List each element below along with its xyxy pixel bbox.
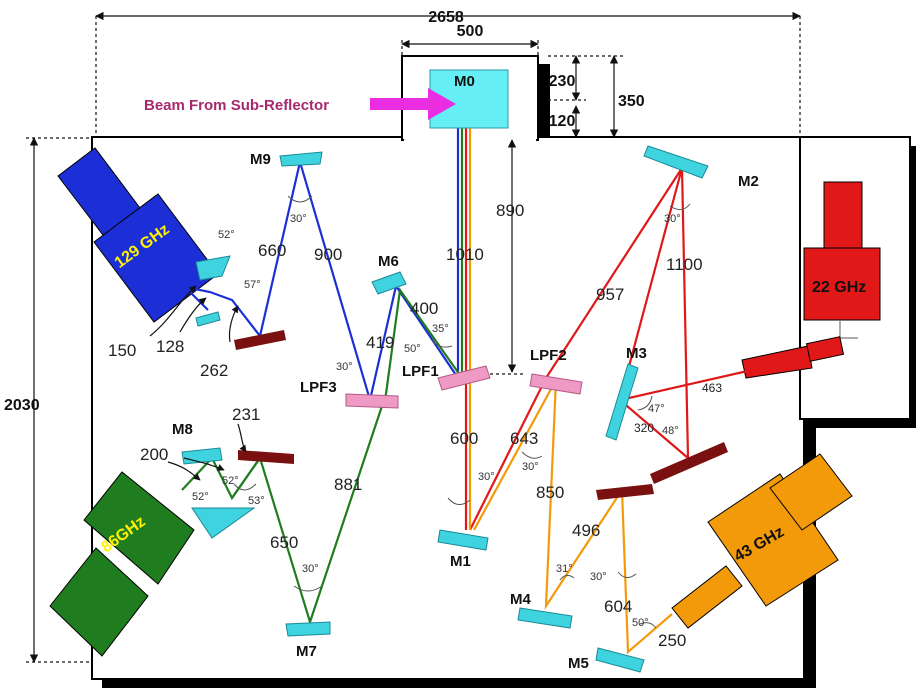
ang-52-b: 52° [192, 491, 209, 503]
label-m8: M8 [172, 421, 193, 438]
len-463: 463 [702, 381, 722, 395]
lpf2-filter [529, 373, 583, 395]
dim-350: 350 [618, 93, 645, 110]
len-643: 643 [510, 429, 538, 448]
flat-mirror-86 [238, 450, 294, 464]
dimension-lines [26, 11, 801, 663]
dim-total-width: 2658 [428, 9, 464, 26]
len-262: 262 [200, 361, 228, 380]
receiver-86ghz [49, 471, 195, 657]
len-1100: 1100 [666, 255, 703, 274]
ang-m9: 30° [290, 213, 307, 225]
len-231: 231 [232, 405, 260, 424]
receiver-22ghz [741, 181, 881, 379]
flat-mirror-m3 [650, 442, 728, 484]
label-m7: M7 [296, 643, 317, 660]
lpf1-filter [437, 365, 491, 391]
beam-input-arrow [370, 88, 456, 120]
lpf3-filter [345, 393, 399, 409]
ang-lpf3: 30° [336, 361, 353, 373]
label-m6: M6 [378, 253, 399, 270]
m3-mirror [605, 363, 639, 441]
ang-50-m6: 50° [404, 343, 421, 355]
len-1010: 1010 [446, 245, 484, 264]
dim-m0-width: 500 [457, 23, 484, 40]
m6-mirror [371, 271, 407, 295]
receiver-43ghz [671, 453, 853, 629]
beam-paths [179, 110, 753, 655]
dim-890: 890 [496, 201, 524, 220]
len-881: 881 [334, 475, 362, 494]
len-600: 600 [450, 429, 478, 448]
len-660: 660 [258, 241, 286, 260]
annotation-arrows [149, 285, 247, 481]
flat-mirror-129 [234, 330, 286, 350]
label-m3: M3 [626, 345, 647, 362]
m4-mirror [517, 607, 573, 629]
len-957: 957 [596, 285, 624, 304]
m5-mirror [595, 647, 645, 673]
ang-lpf2: 30° [522, 461, 539, 473]
m9-mirror [279, 151, 323, 167]
label-22ghz: 22 GHz [812, 279, 866, 296]
ang-31: 31° [556, 563, 573, 575]
ang-47: 47° [648, 403, 665, 415]
horn-86-mirror [191, 507, 256, 539]
m2-mirror [643, 145, 709, 179]
len-320: 320 [634, 421, 654, 435]
angle-arcs [233, 195, 691, 629]
len-250: 250 [658, 631, 686, 650]
ang-48: 48° [662, 425, 679, 437]
label-m4: M4 [510, 591, 531, 608]
ang-35: 35° [432, 323, 449, 335]
label-m0: M0 [454, 73, 475, 90]
label-m5: M5 [568, 655, 589, 672]
len-650: 650 [270, 533, 298, 552]
len-419: 419 [366, 333, 394, 352]
beam-from-subreflector-label: Beam From Sub-Reflector [144, 97, 329, 114]
ang-53: 53° [248, 495, 265, 507]
len-900: 900 [314, 245, 342, 264]
ang-57: 57° [244, 279, 261, 291]
ang-52-129: 52° [218, 229, 235, 241]
len-604: 604 [604, 597, 632, 616]
label-lpf2: LPF2 [530, 347, 567, 364]
horn-129-mirror [195, 255, 231, 281]
len-496: 496 [572, 521, 600, 540]
label-m2: M2 [738, 173, 759, 190]
ang-m7: 30° [302, 563, 319, 575]
len-128: 128 [156, 337, 184, 356]
len-200: 200 [140, 445, 168, 464]
horn-129-mirror-small [195, 311, 221, 327]
label-lpf3: LPF3 [300, 379, 337, 396]
ang-52-a: 52° [222, 475, 239, 487]
m7-mirror [285, 621, 331, 637]
dim-cabin-height: 2030 [4, 397, 40, 414]
m1-mirror [437, 529, 489, 551]
label-lpf1: LPF1 [402, 363, 439, 380]
label-m9: M9 [250, 151, 271, 168]
label-m1: M1 [450, 553, 471, 570]
ang-m1: 30° [478, 471, 495, 483]
ang-50-m5: 50° [632, 617, 649, 629]
dim-120: 120 [549, 113, 576, 130]
flat-mirror-m5 [596, 484, 654, 500]
ang-m5mir: 30° [590, 571, 607, 583]
len-850: 850 [536, 483, 564, 502]
ang-m2: 30° [664, 213, 681, 225]
len-150: 150 [108, 341, 136, 360]
len-400: 400 [410, 299, 438, 318]
dim-230: 230 [549, 73, 576, 90]
